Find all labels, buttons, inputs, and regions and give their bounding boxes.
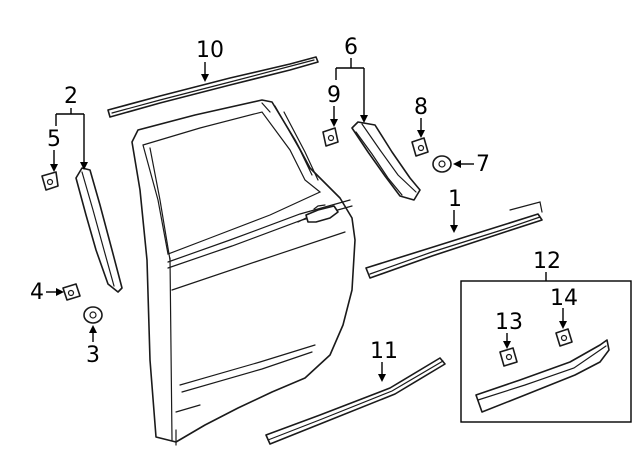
callout-2: 2 [64,84,78,109]
rear-door-shell [131,99,356,446]
part-11-lower-moulding [265,357,446,445]
callout-1: 1 [448,187,462,212]
callout-14: 14 [550,286,578,311]
part-8-clip [411,137,429,157]
callout-4: 4 [30,280,44,305]
callout-10: 10 [196,38,224,63]
part-6-rear-applique [351,121,421,201]
callout-9: 9 [327,83,341,108]
callout-8: 8 [414,95,428,120]
part-4-clip [62,283,81,301]
callout-11: 11 [370,339,398,364]
callout-3: 3 [86,343,100,368]
part-9-clip [322,127,339,147]
callout-5: 5 [47,127,61,152]
part-10-upper-moulding [107,56,319,118]
leader-lines [46,58,567,382]
callout-7: 7 [476,152,490,177]
callout-labels: 10 2 5 4 3 6 9 8 7 1 11 12 13 14 [30,35,578,368]
part-5-clip [41,171,59,191]
part-3-retainer [83,306,103,324]
part-2-pillar-applique [75,167,123,293]
callout-6: 6 [344,35,358,60]
part-1-belt-moulding [365,201,543,279]
part-12-kit-box [460,280,632,423]
part-7-retainer [432,155,452,173]
callout-13: 13 [495,310,523,335]
callout-12: 12 [533,249,561,274]
